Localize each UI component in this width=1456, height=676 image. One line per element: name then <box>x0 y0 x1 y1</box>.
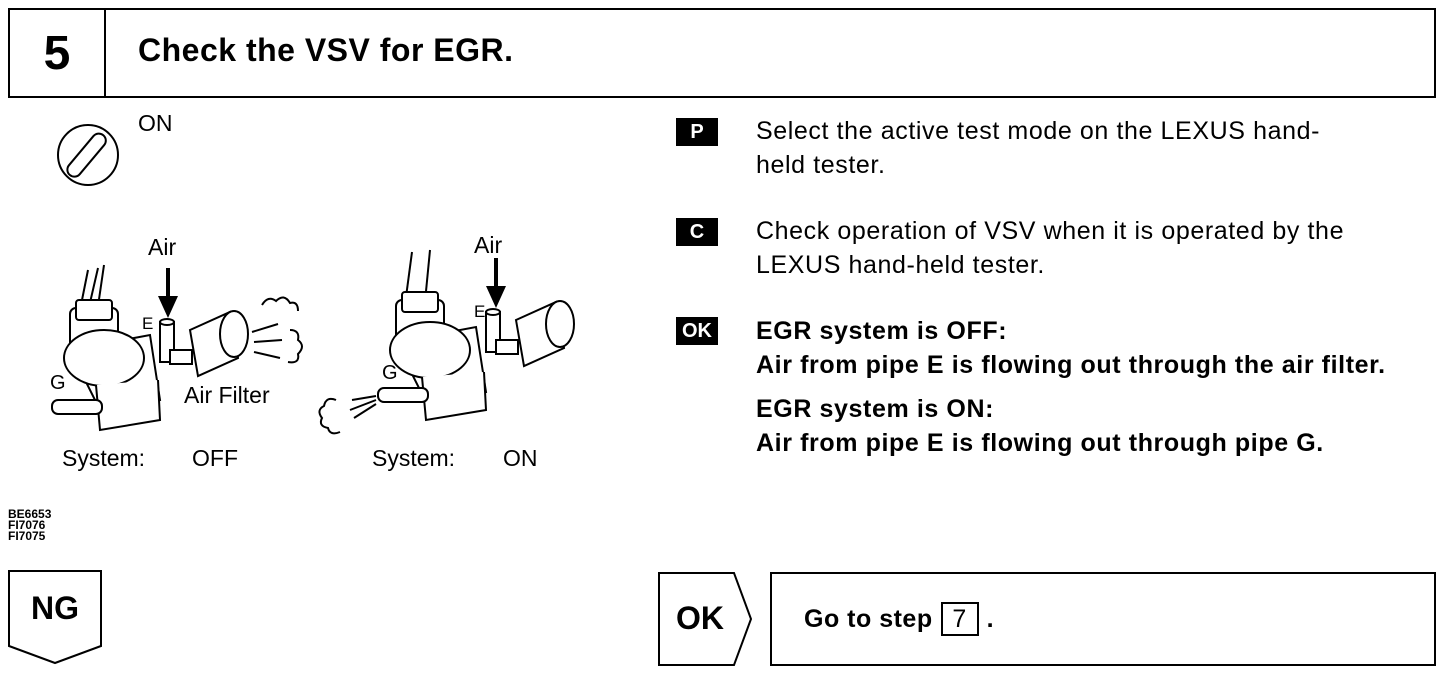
step-number: 5 <box>10 10 106 96</box>
ng-tag-shape <box>8 570 102 665</box>
instruction-line: held tester. <box>756 151 886 179</box>
ok-tag-shape <box>658 572 753 666</box>
pipe-g-label-left: G <box>50 372 66 394</box>
goto-step-box: Go to step 7 . <box>770 572 1436 666</box>
figure-code: FI7076 <box>8 518 46 532</box>
vsv-off-drawing <box>51 264 303 432</box>
goto-step-link[interactable]: 7 <box>940 602 979 636</box>
instruction-line: LEXUS hand-held tester. <box>756 251 1045 279</box>
system-label-right: System: <box>372 445 456 471</box>
ignition-switch-icon <box>57 124 119 186</box>
goto-suffix: . <box>986 604 995 633</box>
ok-criteria: EGR system is OFF: Air from pipe E is fl… <box>756 314 1446 460</box>
instruction-select-mode: Select the active test mode on the LEXUS… <box>756 114 1436 182</box>
badge-p: P <box>676 118 718 146</box>
instruction-line: Check operation of VSV when it is operat… <box>756 217 1345 245</box>
pipe-e-label-left: E <box>142 314 154 333</box>
badge-c: C <box>676 218 718 246</box>
figure-code: FI7075 <box>8 529 46 543</box>
vsv-on-drawing <box>318 249 575 435</box>
figure-code: BE6653 <box>8 507 52 521</box>
ng-tag: NG <box>31 590 79 626</box>
air-label-right: Air <box>474 232 503 258</box>
goto-step-text: Go to step 7 . <box>804 602 994 636</box>
air-filter-label: Air Filter <box>184 382 270 408</box>
goto-prefix: Go to step <box>804 604 933 633</box>
system-state-on: ON <box>503 445 538 471</box>
egr-off-text: Air from pipe E is flowing out through t… <box>756 351 1386 379</box>
instruction-line: Select the active test mode on the LEXUS… <box>756 117 1321 145</box>
pipe-e-label-right: E <box>474 302 486 321</box>
system-label-left: System: <box>62 445 146 471</box>
instruction-check-operation: Check operation of VSV when it is operat… <box>756 214 1446 282</box>
egr-off-heading: EGR system is OFF: <box>756 317 1008 345</box>
step-header: 5 Check the VSV for EGR. <box>8 8 1436 98</box>
egr-on-text: Air from pipe E is flowing out through p… <box>756 429 1324 457</box>
pipe-g-label-right: G <box>382 362 398 384</box>
badge-ok: OK <box>676 317 718 345</box>
egr-on-heading: EGR system is ON: <box>756 395 995 423</box>
air-label-left: Air <box>148 234 177 260</box>
vsv-illustration <box>51 124 575 435</box>
ok-tag: OK <box>676 600 724 636</box>
system-state-off: OFF <box>192 445 238 471</box>
figure-codes: BE6653 FI7076 FI7075 <box>8 507 52 543</box>
ignition-on-label: ON <box>138 110 173 136</box>
step-title: Check the VSV for EGR. <box>138 32 514 68</box>
